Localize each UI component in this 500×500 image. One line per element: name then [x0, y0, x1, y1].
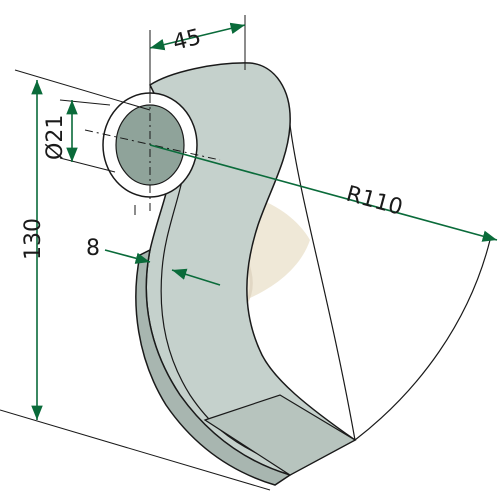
dim-thickness-label: 8 [86, 236, 100, 261]
dim-width-label: 45 [170, 25, 203, 56]
dim-radius-label: R110 [343, 182, 405, 221]
dimension-lines [0, 15, 498, 491]
dim-diameter-label: Ø21 [43, 115, 68, 160]
dim-height-label: 130 [21, 218, 46, 260]
blade-body [135, 62, 491, 486]
